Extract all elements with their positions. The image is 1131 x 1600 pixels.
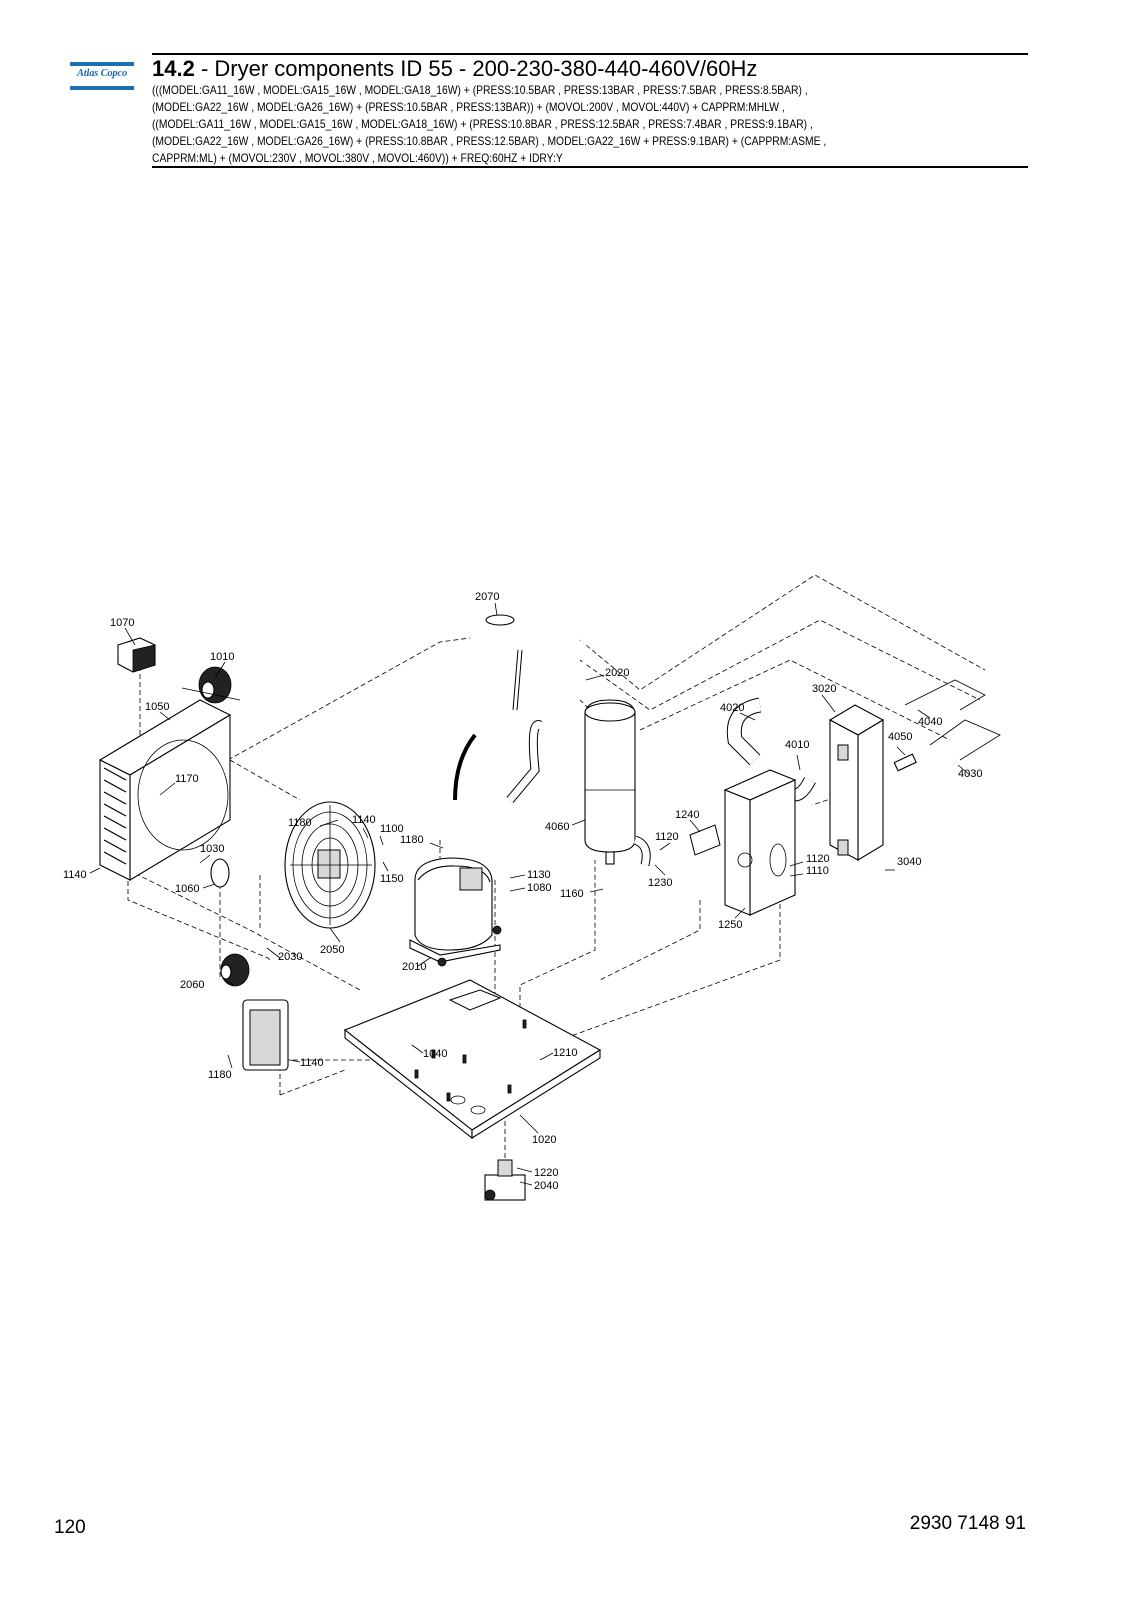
hose-4020 — [726, 697, 762, 766]
part-label-1040: 1040 — [423, 1048, 447, 1060]
drier-1060 — [210, 858, 230, 888]
part-label-2060: 2060 — [180, 979, 204, 991]
part-label-1020: 1020 — [532, 1134, 556, 1146]
part-label-1130: 1130 — [527, 869, 551, 881]
part-label-1140: 1140 — [300, 1057, 324, 1069]
part-label-1120: 1120 — [806, 853, 830, 865]
section-number: 14.2 — [152, 56, 195, 81]
part-label-2050: 2050 — [320, 944, 344, 956]
atlas-copco-logo: Atlas Copco — [70, 62, 134, 92]
heat-exchanger-3020 — [828, 704, 885, 861]
condition-line: ((MODEL:GA11_16W , MODEL:GA15_16W , MODE… — [152, 117, 813, 131]
part-label-2070: 2070 — [475, 591, 499, 603]
fan-2050 — [284, 801, 376, 929]
tubes-4040-4030 — [893, 679, 1001, 772]
compressor-2010 — [409, 857, 502, 967]
part-label-1010: 1010 — [210, 651, 234, 663]
part-label-1180: 1180 — [288, 817, 312, 829]
part-number-labels: 1070 1010 1050 1170 1030 1140 1060 2070 … — [63, 591, 982, 1192]
part-label-1180: 1180 — [400, 834, 424, 846]
receiver-4060 — [453, 699, 651, 867]
part-label-1060: 1060 — [175, 883, 199, 895]
part-label-3020: 3020 — [812, 683, 836, 695]
condition-line: (MODEL:GA22_16W , MODEL:GA26_16W) + (PRE… — [152, 134, 827, 148]
part-label-3040: 3040 — [897, 856, 921, 868]
part-label-1030: 1030 — [200, 843, 224, 855]
part-label-2030: 2030 — [278, 951, 302, 963]
condition-line: CAPPRM:ML) + (MOVOL:230V , MOVOL:380V , … — [152, 151, 563, 165]
page-number: 120 — [54, 1517, 86, 1538]
part-label-1230: 1230 — [648, 877, 672, 889]
document-number: 2930 7148 91 — [909, 1513, 1026, 1534]
part-label-2040: 2040 — [534, 1180, 558, 1192]
part-label-1250: 1250 — [718, 919, 742, 931]
part-label-1100: 1100 — [380, 823, 404, 835]
part-label-1050: 1050 — [145, 701, 169, 713]
condenser-1050 — [98, 699, 232, 881]
part-label-1150: 1150 — [380, 873, 404, 885]
header-top-rule — [152, 53, 1028, 55]
fan-motor-coil-1010 — [181, 666, 241, 704]
base-plate-1020 — [343, 979, 602, 1140]
part-label-2010: 2010 — [402, 961, 426, 973]
part-label-4050: 4050 — [888, 731, 912, 743]
part-label-1140: 1140 — [63, 869, 87, 881]
part-label-1120: 1120 — [655, 831, 679, 843]
header-bottom-rule — [152, 166, 1028, 168]
terminal-box-1070 — [117, 637, 156, 673]
section-title-text: - Dryer components ID 55 - 200-230-380-4… — [194, 56, 758, 81]
section-title: 14.2 - Dryer components ID 55 - 200-230-… — [152, 56, 757, 82]
part-label-1220: 1220 — [534, 1167, 558, 1179]
leader-lines — [89, 602, 971, 1186]
applicability-conditions: (((MODEL:GA11_16W , MODEL:GA15_16W , MOD… — [152, 82, 1022, 167]
bracket-1250 — [689, 769, 797, 916]
part-label-1080: 1080 — [527, 882, 551, 894]
part-label-1160: 1160 — [560, 888, 584, 900]
valve-2040 — [484, 1159, 526, 1201]
coil-2060 — [220, 953, 250, 987]
part-label-1180: 1180 — [208, 1069, 232, 1081]
condition-line: (((MODEL:GA11_16W , MODEL:GA15_16W , MOD… — [152, 83, 808, 97]
part-label-1210: 1210 — [553, 1047, 577, 1059]
part-label-1110: 1110 — [806, 865, 829, 877]
part-label-1240: 1240 — [675, 809, 699, 821]
part-label-4030: 4030 — [958, 768, 982, 780]
part-label-1170: 1170 — [175, 773, 199, 785]
part-label-1070: 1070 — [110, 617, 134, 629]
electrical-box — [242, 999, 289, 1071]
pipe-assembly-2070 — [439, 613, 587, 711]
part-label-4010: 4010 — [785, 739, 809, 751]
part-label-2020: 2020 — [605, 667, 629, 679]
part-label-1140: 1140 — [352, 814, 376, 826]
condition-line: (MODEL:GA22_16W , MODEL:GA26_16W) + (PRE… — [152, 100, 785, 114]
part-label-4060: 4060 — [545, 821, 569, 833]
part-label-4020: 4020 — [720, 702, 744, 714]
part-label-4040: 4040 — [918, 716, 942, 728]
